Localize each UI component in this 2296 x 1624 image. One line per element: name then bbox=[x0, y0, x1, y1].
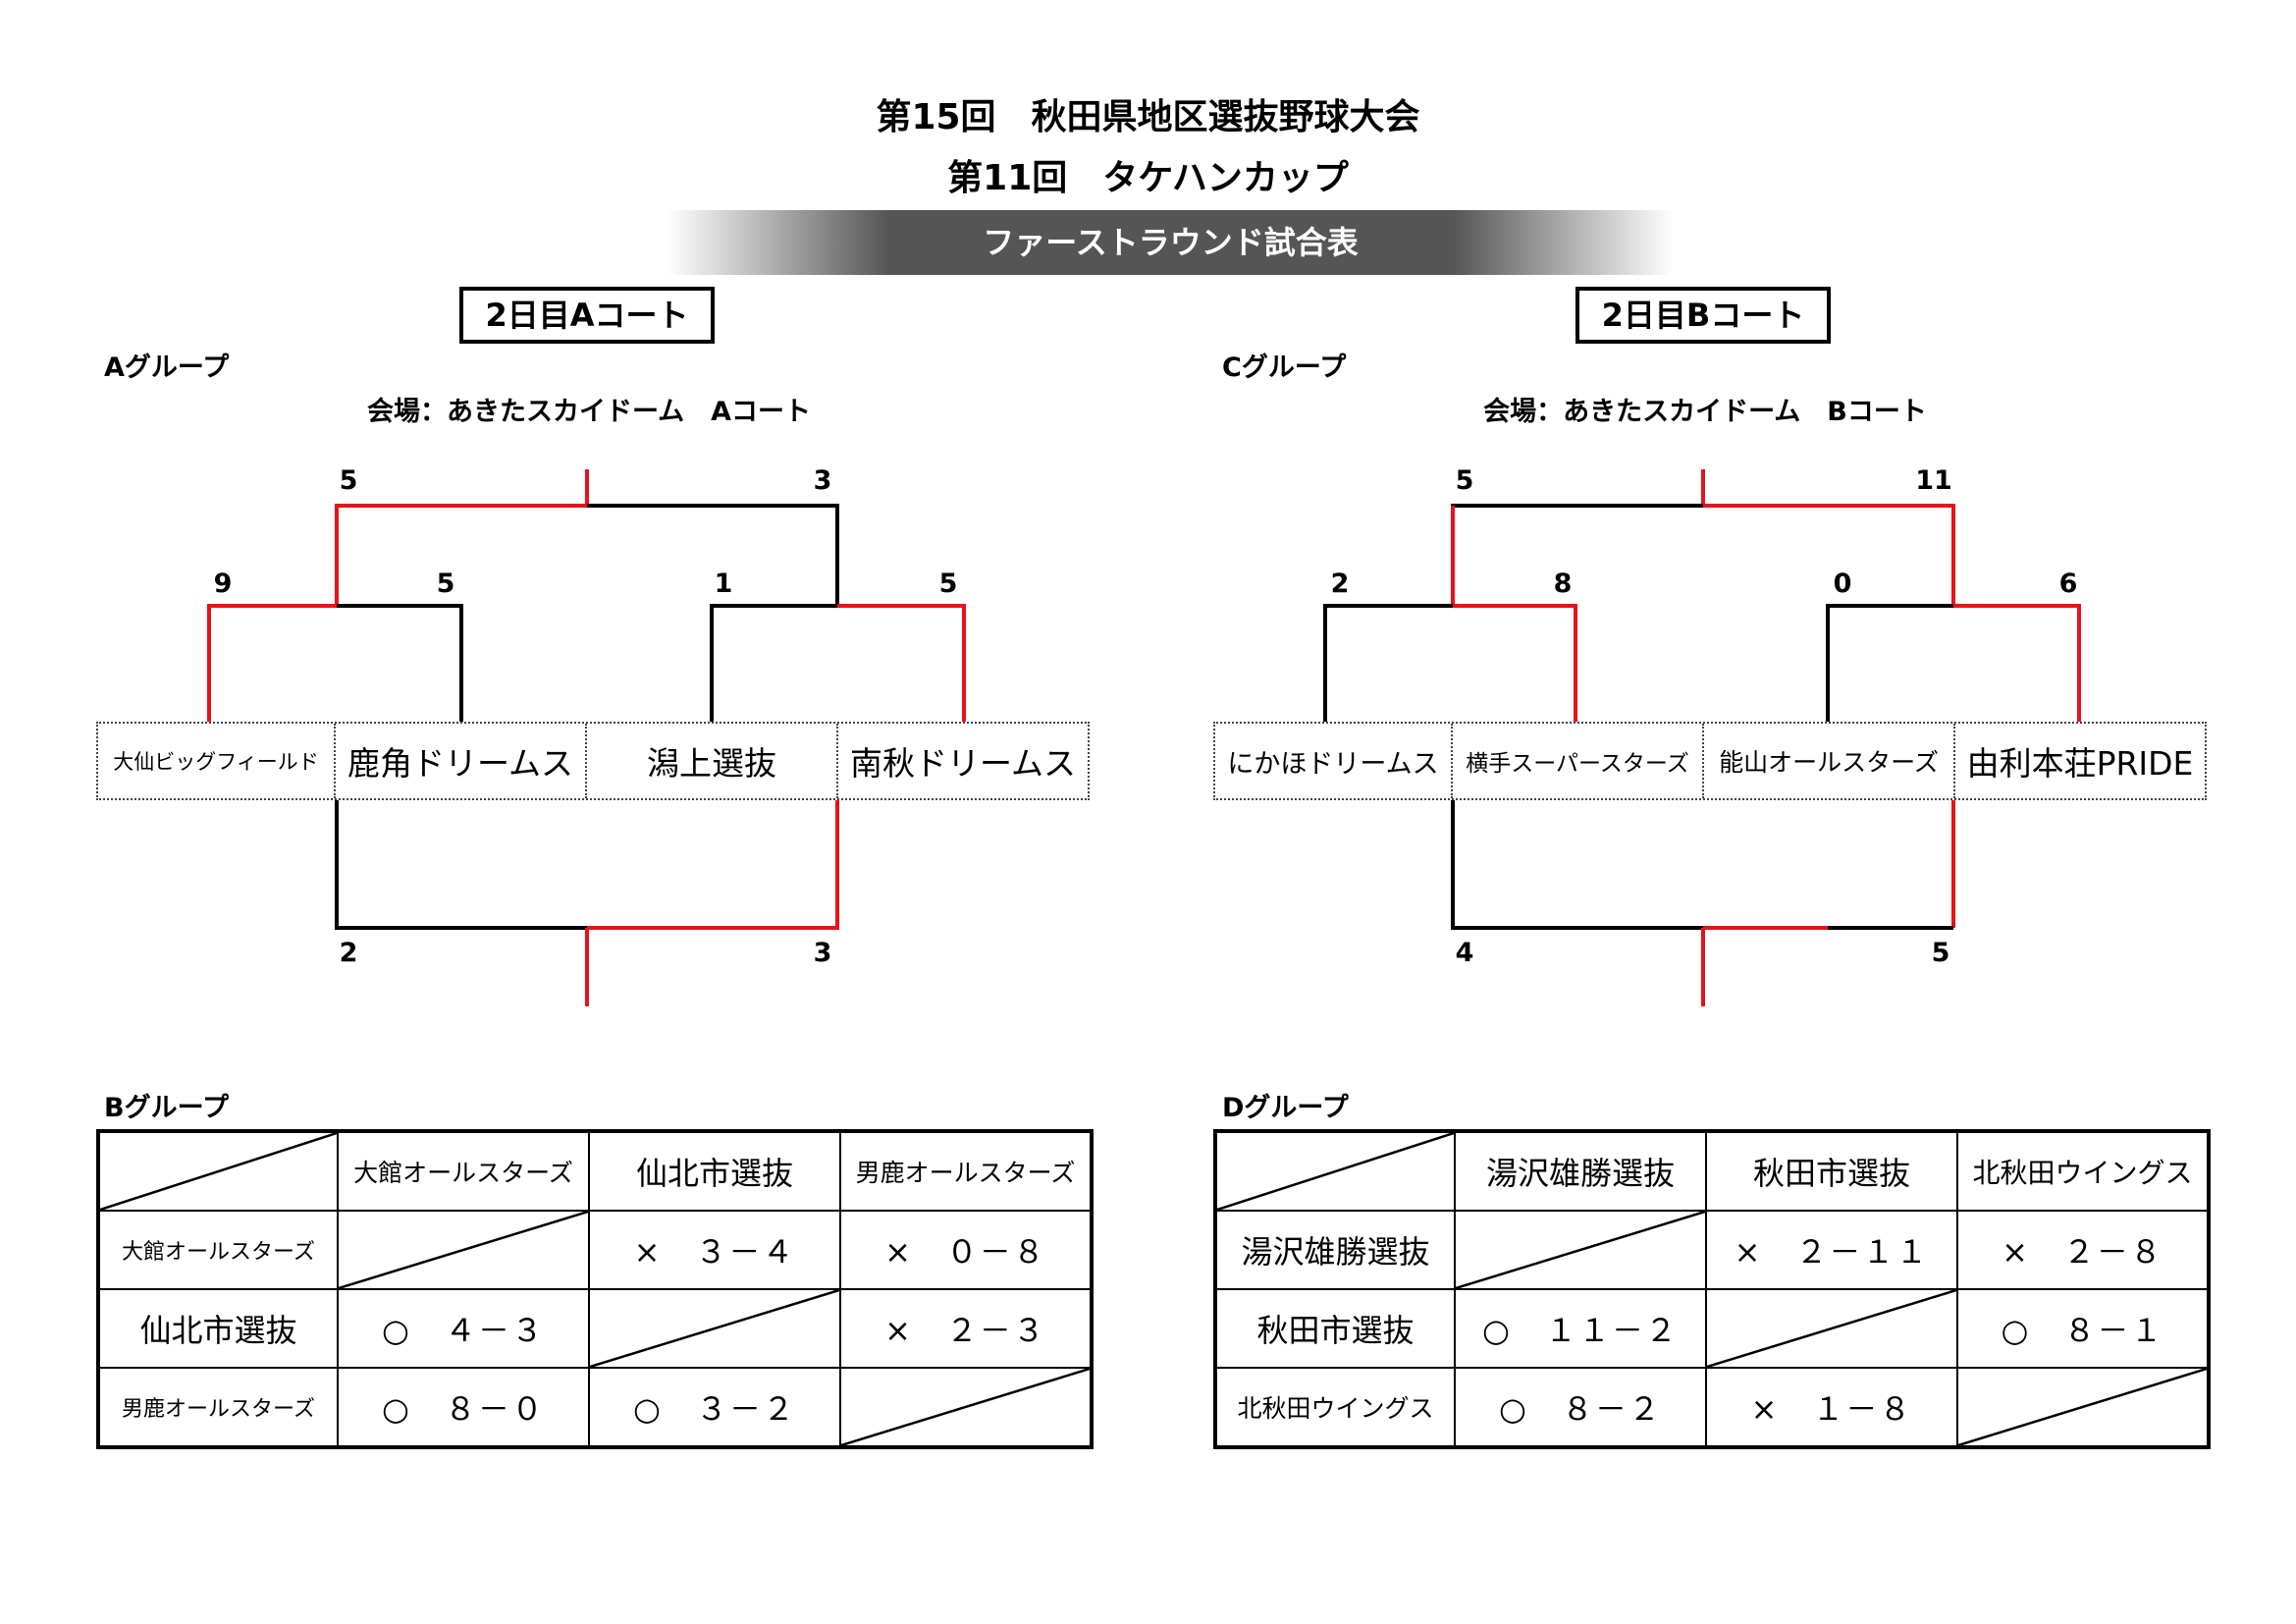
score-s2-left: 1 bbox=[714, 568, 733, 599]
column-header: 仙北市選抜 bbox=[588, 1130, 841, 1212]
team-row-a: 大仙ビッグフィールド 鹿角ドリームス 潟上選抜 南秋ドリームス bbox=[96, 722, 1090, 800]
score-final-left: 5 bbox=[1455, 465, 1474, 496]
table-header-row: 湯沢雄勝選抜 秋田市選抜 北秋田ウイングス bbox=[1214, 1130, 2210, 1212]
bracket-line bbox=[587, 504, 839, 606]
round-banner: ファーストラウンド試合表 bbox=[667, 210, 1674, 275]
score-s2-right: 5 bbox=[938, 568, 958, 599]
court-label-a: 2日目Aコート bbox=[459, 287, 715, 344]
self-cell bbox=[1705, 1288, 1958, 1369]
table-row: 湯沢雄勝選抜 × ２－１１ × ２－８ bbox=[1214, 1210, 2210, 1290]
bracket-line bbox=[335, 504, 587, 606]
bracket-line bbox=[207, 604, 337, 722]
result-cell: × ３－４ bbox=[588, 1210, 841, 1290]
score-final-left: 5 bbox=[339, 465, 358, 496]
bracket-line bbox=[337, 604, 463, 722]
round-robin-table-b: 大館オールスターズ 仙北市選抜 男鹿オールスターズ 大館オールスターズ × ３－… bbox=[96, 1129, 1094, 1449]
bracket-line bbox=[587, 800, 839, 930]
row-header: 大館オールスターズ bbox=[97, 1210, 339, 1290]
table-row: 仙北市選抜 ○ ４－３ × ２－３ bbox=[97, 1288, 1093, 1369]
column-header: 湯沢雄勝選抜 bbox=[1454, 1130, 1707, 1212]
score-s1-left: 9 bbox=[213, 568, 233, 599]
team-cell: 潟上選抜 bbox=[587, 724, 838, 798]
result-cell: ○ １１－２ bbox=[1454, 1288, 1707, 1369]
column-header: 大館オールスターズ bbox=[337, 1130, 590, 1212]
court-label-b: 2日目Bコート bbox=[1575, 287, 1831, 344]
team-cell: 鹿角ドリームス bbox=[336, 724, 587, 798]
column-header: 男鹿オールスターズ bbox=[839, 1130, 1093, 1212]
row-header: 北秋田ウイングス bbox=[1214, 1367, 1456, 1448]
score-s1-right: 8 bbox=[1553, 568, 1573, 599]
row-header: 秋田市選抜 bbox=[1214, 1288, 1456, 1369]
group-a-label: Aグループ bbox=[104, 352, 230, 383]
self-cell bbox=[337, 1210, 590, 1290]
row-header: 湯沢雄勝選抜 bbox=[1214, 1210, 1456, 1290]
bracket-line bbox=[1453, 604, 1577, 722]
score-final-right: 3 bbox=[813, 465, 832, 496]
score-s2-left: 0 bbox=[1833, 568, 1852, 599]
bracket-line bbox=[335, 800, 587, 930]
score-s2-right: 6 bbox=[2058, 568, 2078, 599]
table-row: 北秋田ウイングス ○ ８－２ × １－８ bbox=[1214, 1367, 2210, 1448]
tournament-title: 第15回 秋田県地区選抜野球大会 bbox=[876, 97, 1420, 137]
result-cell: × ２－８ bbox=[1956, 1210, 2210, 1290]
team-row-c: にかほドリームス 横手スーパースターズ 能山オールスターズ 由利本荘PRIDE bbox=[1213, 722, 2207, 800]
group-d-label: Dグループ bbox=[1222, 1093, 1349, 1123]
result-cell: ○ ８－１ bbox=[1956, 1288, 2210, 1369]
group-c-label: Cグループ bbox=[1222, 352, 1347, 383]
result-cell: × ２－１１ bbox=[1705, 1210, 1958, 1290]
bracket-line bbox=[1953, 604, 2081, 722]
self-cell bbox=[839, 1367, 1093, 1448]
score-final-right: 11 bbox=[1915, 465, 1952, 496]
score-bottom-right: 3 bbox=[813, 938, 832, 968]
team-cell: 能山オールスターズ bbox=[1704, 724, 1955, 798]
corner-cell bbox=[97, 1130, 339, 1212]
cup-title: 第11回 タケハンカップ bbox=[947, 158, 1349, 198]
team-cell: 由利本荘PRIDE bbox=[1966, 744, 2194, 783]
bracket-line bbox=[1826, 604, 1953, 722]
self-cell bbox=[1454, 1210, 1707, 1290]
score-s1-left: 2 bbox=[1330, 568, 1350, 599]
column-header: 北秋田ウイングス bbox=[1956, 1130, 2210, 1212]
team-cell: 横手スーパースターズ bbox=[1453, 724, 1704, 798]
venue-b: 会場：あきたスカイドーム Bコート bbox=[1483, 397, 1927, 427]
self-cell bbox=[1956, 1367, 2210, 1448]
round-robin-table-d: 湯沢雄勝選抜 秋田市選抜 北秋田ウイングス 湯沢雄勝選抜 × ２－１１ × ２－… bbox=[1213, 1129, 2211, 1449]
self-cell bbox=[588, 1288, 841, 1369]
score-s1-right: 5 bbox=[436, 568, 455, 599]
bracket-line bbox=[710, 604, 837, 722]
row-header: 仙北市選抜 bbox=[97, 1288, 339, 1369]
bracket-line bbox=[1703, 504, 1955, 606]
result-cell: ○ ３－２ bbox=[588, 1367, 841, 1448]
result-cell: ○ ４－３ bbox=[337, 1288, 590, 1369]
bracket-line bbox=[1323, 604, 1453, 722]
result-cell: × ０－８ bbox=[839, 1210, 1093, 1290]
team-cell: 大仙ビッグフィールド bbox=[98, 724, 336, 798]
score-bottom-left: 2 bbox=[339, 938, 358, 968]
table-header-row: 大館オールスターズ 仙北市選抜 男鹿オールスターズ bbox=[97, 1130, 1093, 1212]
result-cell: ○ ８－２ bbox=[1454, 1367, 1707, 1448]
group-b-label: Bグループ bbox=[104, 1093, 229, 1123]
score-bottom-right: 5 bbox=[1931, 938, 1950, 968]
table-row: 男鹿オールスターズ ○ ８－０ ○ ３－２ bbox=[97, 1367, 1093, 1448]
team-cell: にかほドリームス bbox=[1215, 724, 1453, 798]
table-row: 大館オールスターズ × ３－４ × ０－８ bbox=[97, 1210, 1093, 1290]
corner-cell bbox=[1214, 1130, 1456, 1212]
bracket-line bbox=[837, 604, 966, 722]
row-header: 男鹿オールスターズ bbox=[97, 1367, 339, 1448]
column-header: 秋田市選抜 bbox=[1705, 1130, 1958, 1212]
result-cell: ○ ８－０ bbox=[337, 1367, 590, 1448]
table-row: 秋田市選抜 ○ １１－２ ○ ８－１ bbox=[1214, 1288, 2210, 1369]
team-cell: 南秋ドリームス bbox=[849, 744, 1076, 783]
venue-a: 会場：あきたスカイドーム Aコート bbox=[366, 397, 812, 427]
bracket-line bbox=[1451, 800, 1703, 930]
score-bottom-left: 4 bbox=[1455, 938, 1474, 968]
result-cell: × １－８ bbox=[1705, 1367, 1958, 1448]
result-cell: × ２－３ bbox=[839, 1288, 1093, 1369]
